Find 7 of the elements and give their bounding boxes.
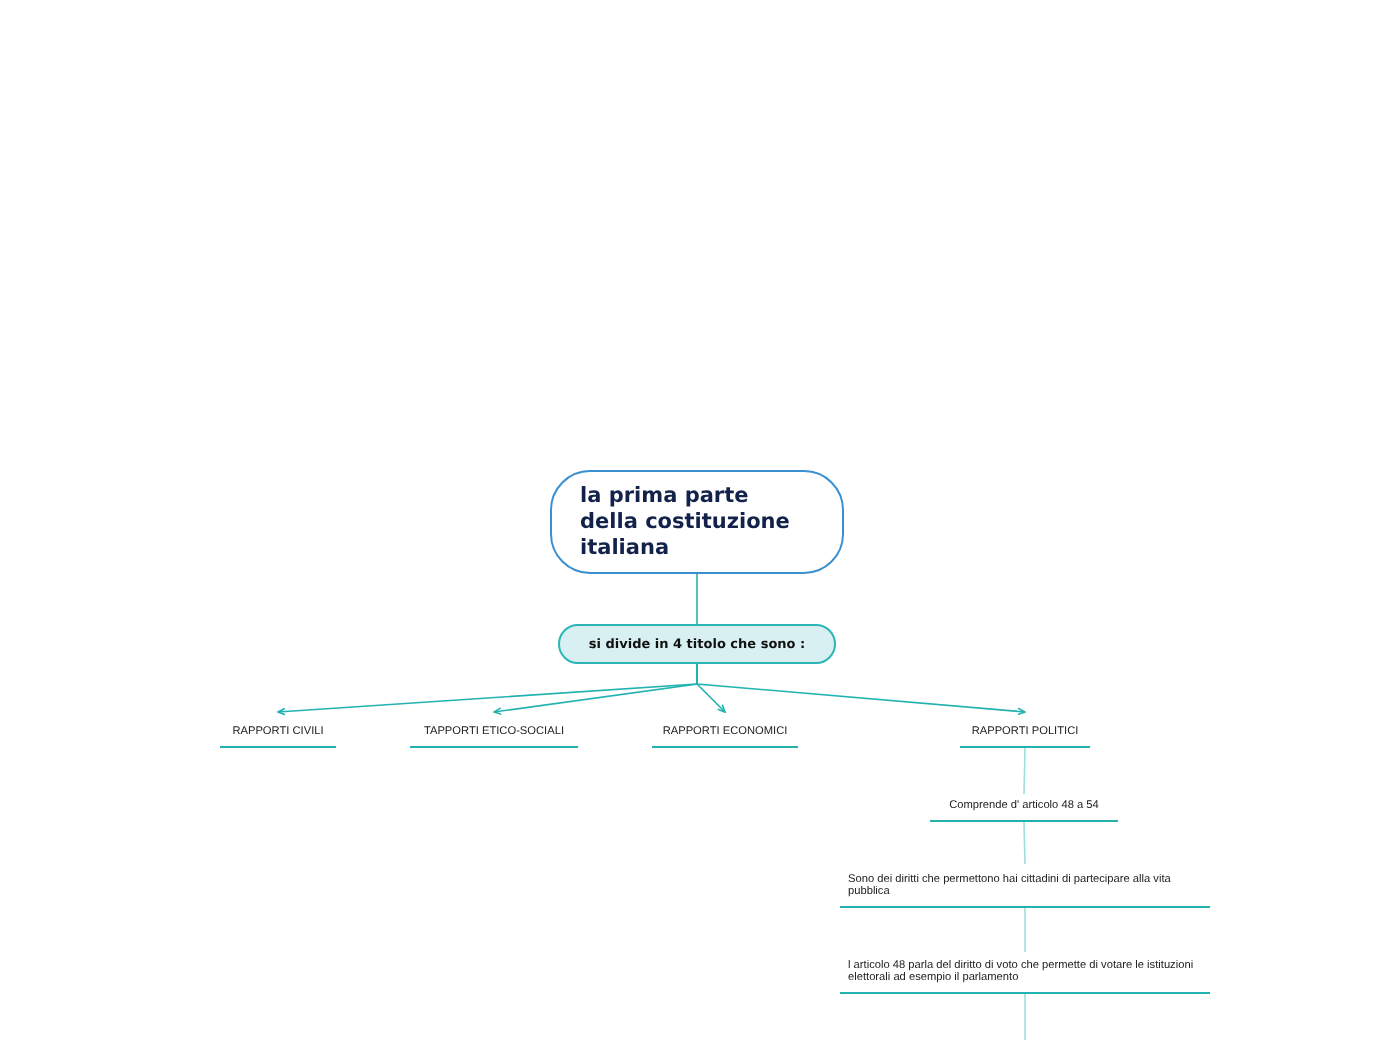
connector	[1023, 821, 1026, 865]
connector	[1023, 747, 1026, 795]
connector	[696, 573, 698, 625]
connector	[1024, 907, 1026, 953]
topic-bubble: la prima parte della costituzione italiana	[550, 470, 844, 574]
connector	[1024, 993, 1026, 1040]
connector	[696, 663, 1026, 716]
